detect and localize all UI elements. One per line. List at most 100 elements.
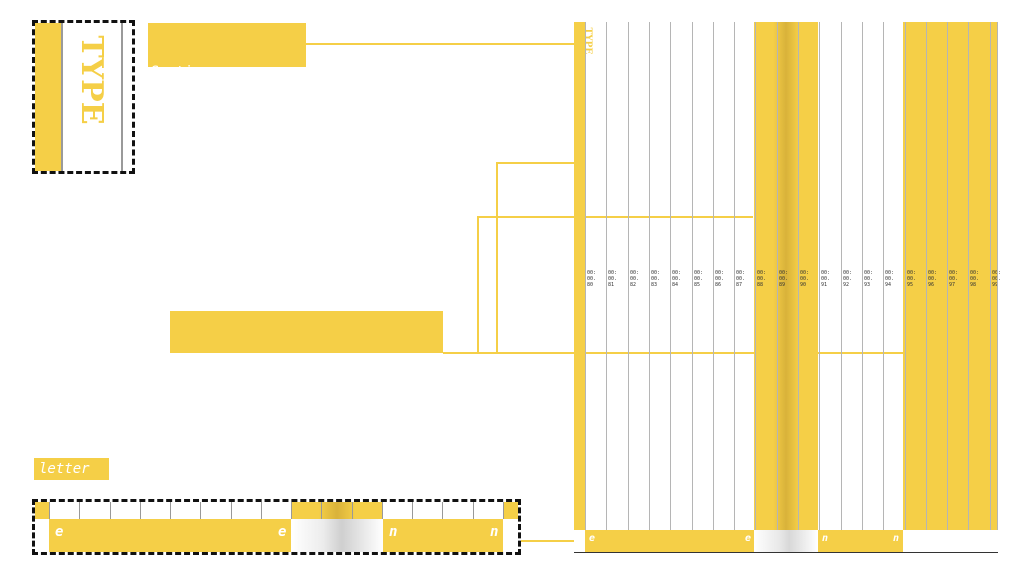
letter-strip: e e n n	[32, 499, 521, 555]
type-card: TYPE	[32, 20, 135, 174]
timeline-highlight-1	[754, 22, 818, 530]
letter-strip-grid-line	[412, 502, 413, 519]
timeline-grid-line	[713, 22, 714, 530]
section-label: Section: HOW to 'say'	[148, 23, 306, 137]
type-card-accent-bar	[35, 23, 62, 171]
timeline-bottom-letter: e	[745, 533, 752, 544]
timeline-tick-label: 00: 00. 94	[885, 270, 895, 288]
timeline-grid-line	[670, 22, 671, 530]
timeline-tick-label: 00: 00. 90	[800, 270, 810, 288]
section-label-line1: Section:	[151, 64, 219, 80]
letter-strip-top-row	[35, 502, 518, 519]
letter-strip-grid-line	[170, 502, 171, 519]
timeline-bottom-fill-1	[585, 530, 754, 552]
timeline-highlight-2	[903, 22, 998, 530]
timeline-grid-line	[968, 22, 969, 530]
letter-strip-top-accent-2	[291, 502, 383, 519]
timeline-grid-line	[947, 22, 948, 530]
timeline-tick-label: 00: 00. 99	[992, 270, 1001, 288]
timeline-grid-line	[734, 22, 735, 530]
timeline-tick-label: 00: 00. 96	[928, 270, 938, 288]
timeline-tick-label: 00: 00. 88	[757, 270, 767, 288]
timeline-tick-label: 00: 00. 89	[779, 270, 789, 288]
timeline-bottom-letter: e	[589, 533, 596, 544]
timeline-tick-label: 00: 00. 87	[736, 270, 746, 288]
letter-strip-letter: n	[389, 524, 398, 540]
letter-strip-letter: e	[55, 524, 64, 540]
letter-strip-fill-2	[383, 519, 503, 552]
timeline-grid-line	[990, 22, 991, 530]
timeline-tick-label: 00: 00. 97	[949, 270, 959, 288]
interval-label-line1: The time interval	[173, 351, 327, 369]
timeline-grid-line	[883, 22, 884, 530]
letter-strip-fill-1	[49, 519, 291, 552]
interval-connector-h2	[496, 162, 574, 164]
timeline-grid-line	[905, 22, 906, 530]
timeline-grid-line	[819, 22, 820, 530]
letter-strip-top-accent-3	[503, 502, 518, 519]
letter-label: letter	[34, 458, 109, 480]
timeline-tick-label: 00: 00. 84	[672, 270, 682, 288]
timeline-bottom-letter: n	[822, 533, 829, 544]
timeline-grid-line	[585, 22, 586, 530]
letter-strip-grid-line	[200, 502, 201, 519]
letter-strip-grid-line	[110, 502, 111, 519]
timeline-bottom-fill-2	[818, 530, 903, 552]
interval-label: The time interval between typing two let…	[170, 311, 443, 426]
letter-strip-grid-line	[291, 502, 292, 519]
interval-connector-v2	[496, 162, 498, 353]
timeline-tick-label: 00: 00. 93	[864, 270, 874, 288]
timeline-tick-label: 00: 00. 91	[821, 270, 831, 288]
timeline-tick-label: 00: 00. 85	[694, 270, 704, 288]
section-connector	[306, 43, 574, 45]
timeline-grid-line	[692, 22, 693, 530]
timeline-grid-line	[926, 22, 927, 530]
timeline-tick-label: 00: 00. 98	[970, 270, 980, 288]
letter-strip-grid-line	[140, 502, 141, 519]
timeline-tick-label: 00: 00. 92	[843, 270, 853, 288]
letter-strip-grid-line	[382, 502, 383, 519]
strip-connector	[521, 540, 574, 542]
letter-strip-fill-gray	[291, 519, 383, 552]
timeline-grid-line	[649, 22, 650, 530]
letter-strip-inner: e e n n	[35, 502, 518, 552]
interval-connector-main	[443, 352, 904, 354]
letter-strip-grid-line	[261, 502, 262, 519]
timeline-tick-label: 00: 00. 82	[630, 270, 640, 288]
timeline-tick-label: 00: 00. 81	[608, 270, 618, 288]
timeline-grid-line	[997, 22, 998, 530]
timeline-grid-line	[841, 22, 842, 530]
letter-strip-grid-line	[321, 502, 322, 519]
timeline-grid-line	[777, 22, 778, 530]
letter-strip-letter: n	[490, 524, 499, 540]
type-card-right-line	[121, 23, 123, 171]
timeline-grid-line	[628, 22, 629, 530]
timeline-grid-line	[755, 22, 756, 530]
timeline-tick-label: 00: 00. 86	[715, 270, 725, 288]
timeline-grid-line	[606, 22, 607, 530]
letter-strip-grid-line	[352, 502, 353, 519]
timeline-tick-label: 00: 00. 80	[587, 270, 597, 288]
timeline-bottom-fill-gray	[754, 530, 818, 552]
letter-strip-letter: e	[278, 524, 287, 540]
timeline-grid-line	[798, 22, 799, 530]
interval-label-line2: between typing two letters	[173, 408, 408, 426]
interval-connector-h1	[477, 216, 753, 218]
letter-strip-grid-line	[79, 502, 80, 519]
letter-strip-grid-line	[473, 502, 474, 519]
letter-strip-grid-line	[442, 502, 443, 519]
timeline-tick-label: 00: 00. 95	[907, 270, 917, 288]
type-card-title: TYPE	[74, 35, 109, 125]
letter-strip-grid-line	[503, 502, 504, 519]
timeline-tick-label: 00: 00. 83	[651, 270, 661, 288]
timeline-left-bar	[574, 22, 585, 530]
type-card-divider	[61, 23, 63, 171]
timeline-bottom-letter: n	[893, 533, 900, 544]
letter-strip-grid-line	[49, 502, 50, 519]
timeline-baseline	[574, 552, 998, 553]
letter-strip-grid-line	[231, 502, 232, 519]
interval-connector-v1	[477, 216, 479, 353]
section-label-line2: HOW to 'say'	[151, 121, 278, 137]
letter-strip-top-accent-1	[35, 502, 49, 519]
timeline-header: TYPE	[582, 27, 593, 55]
